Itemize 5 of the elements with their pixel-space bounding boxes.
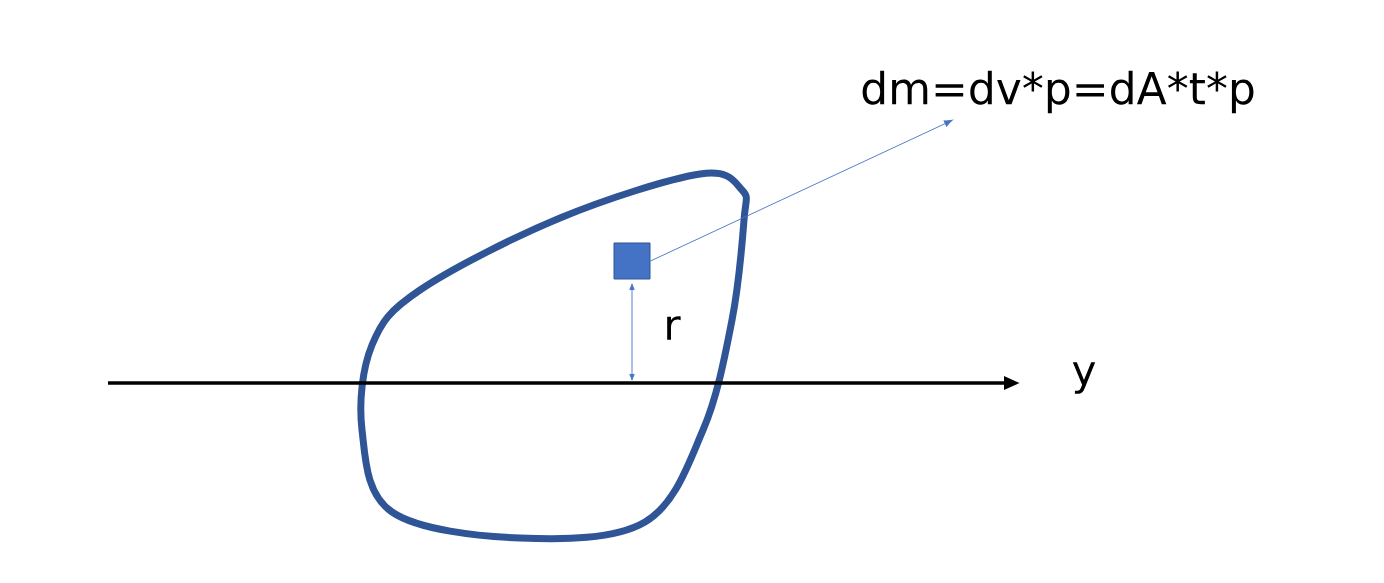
axis-label: r (667, 316, 681, 340)
arrow (650, 119, 953, 262)
mass-element-square (613, 242, 651, 280)
axis-label: y (1072, 362, 1096, 394)
formula-text: dm=dv*p=dA*t*p (862, 70, 1254, 114)
